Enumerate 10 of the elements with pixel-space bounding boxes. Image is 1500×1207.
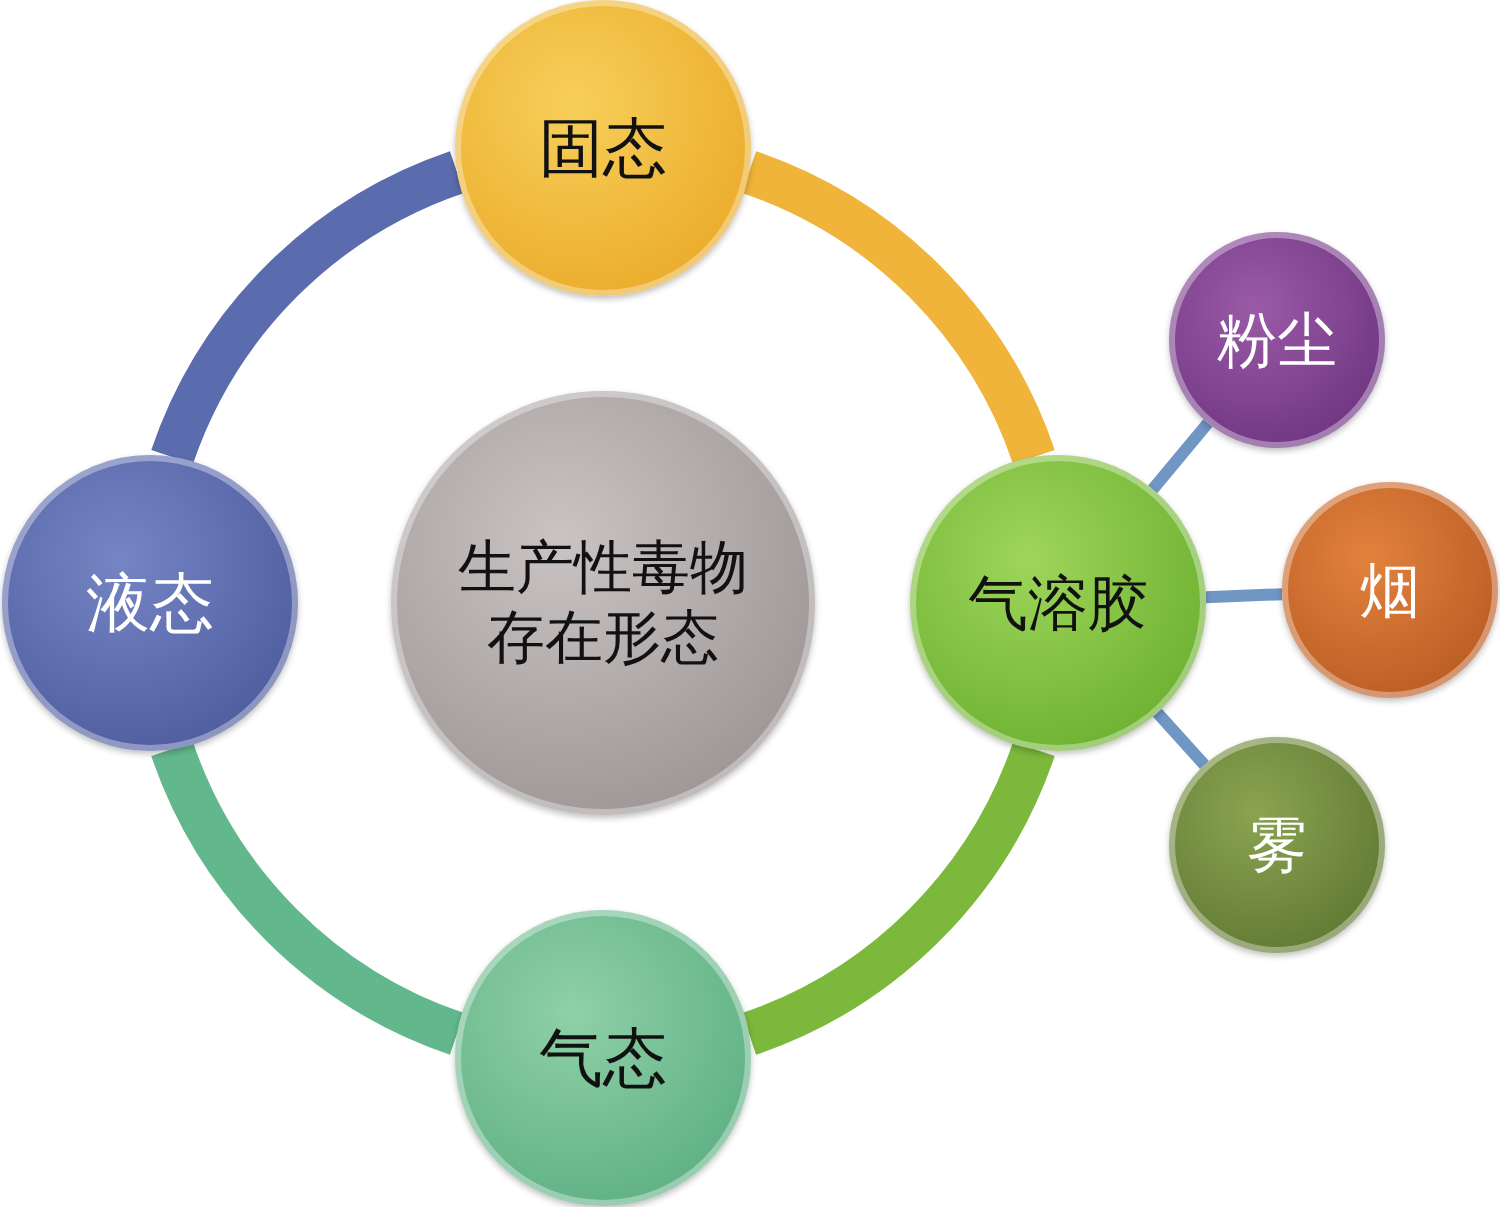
- connector-line: [1152, 708, 1209, 769]
- circle-node: 雾: [1169, 737, 1385, 953]
- connector-line: [1205, 588, 1283, 604]
- circle-node: 液态: [2, 455, 298, 751]
- circle-node: 生产性毒物存在形态: [391, 391, 815, 815]
- circle-node: 气溶胶: [910, 455, 1206, 751]
- circle-node: 固态: [455, 0, 751, 296]
- circle-node: 气态: [455, 910, 751, 1206]
- circle-node: 烟: [1282, 482, 1498, 698]
- circle-node: 粉尘: [1169, 232, 1385, 448]
